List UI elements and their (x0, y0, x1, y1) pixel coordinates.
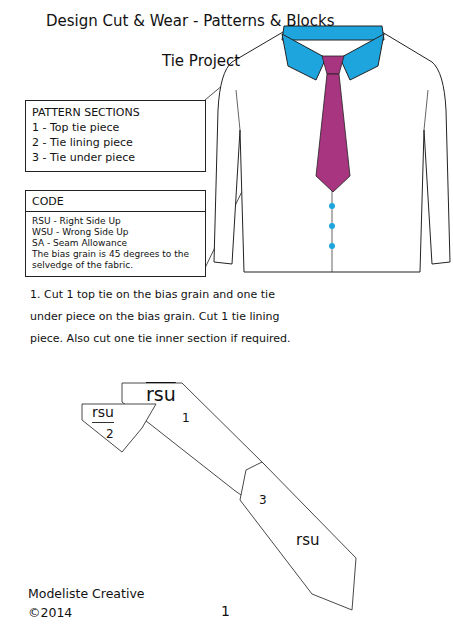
piece-outline (240, 462, 356, 610)
sleeve-seam (236, 90, 240, 130)
page-number: 1 (221, 603, 241, 620)
piece-code: rsu (146, 384, 176, 405)
sleeve-seam (424, 90, 428, 130)
box-line: RSU - Right Side Up (32, 216, 199, 227)
piece-code: rsu (92, 405, 114, 423)
box-line: The bias grain is 45 degrees to the selv… (32, 249, 199, 271)
tie-blade (316, 74, 350, 192)
collar-wing (340, 34, 384, 80)
piece-outline (82, 404, 156, 452)
box-line: 2 - Tie lining piece (32, 135, 199, 150)
tie-knot (322, 56, 344, 74)
shirt-button (329, 223, 335, 229)
placket-line (332, 190, 333, 272)
publisher-name: Modeliste Creative (28, 586, 188, 601)
legend-box: CODE RSU - Right Side UpWSU - Wrong Side … (25, 190, 206, 277)
box-heading: CODE (26, 191, 205, 212)
callout-number: 1 (182, 412, 190, 425)
piece-outline (78, 400, 160, 456)
callout-number: 2 (106, 428, 114, 441)
collar-wing (282, 34, 326, 80)
pattern-piece: 3 rsu (236, 458, 360, 614)
page-title: Design Cut & Wear - Patterns & Blocks (46, 12, 335, 30)
subtitle: Tie Project (162, 52, 282, 70)
shirt-button (329, 203, 335, 209)
callout-number: 3 (259, 494, 267, 507)
box-heading: PATTERN SECTIONS (32, 105, 199, 120)
box-line: 3 - Tie under piece (32, 150, 199, 165)
instruction-note: 1. Cut 1 top tie on the bias grain and o… (30, 284, 300, 350)
box-line: SA - Seam Allowance (32, 238, 199, 249)
box-line: 1 - Top tie piece (32, 120, 199, 135)
legend-box: PATTERN SECTIONS1 - Top tie piece2 - Tie… (25, 100, 206, 172)
piece-code: rsu (296, 532, 320, 549)
shirt-button (329, 243, 335, 249)
shirt-body (214, 32, 450, 272)
box-line: WSU - Wrong Side Up (32, 227, 199, 238)
pattern-piece: rsu 2 (78, 400, 160, 456)
copyright-note: ©2014 (28, 605, 108, 620)
